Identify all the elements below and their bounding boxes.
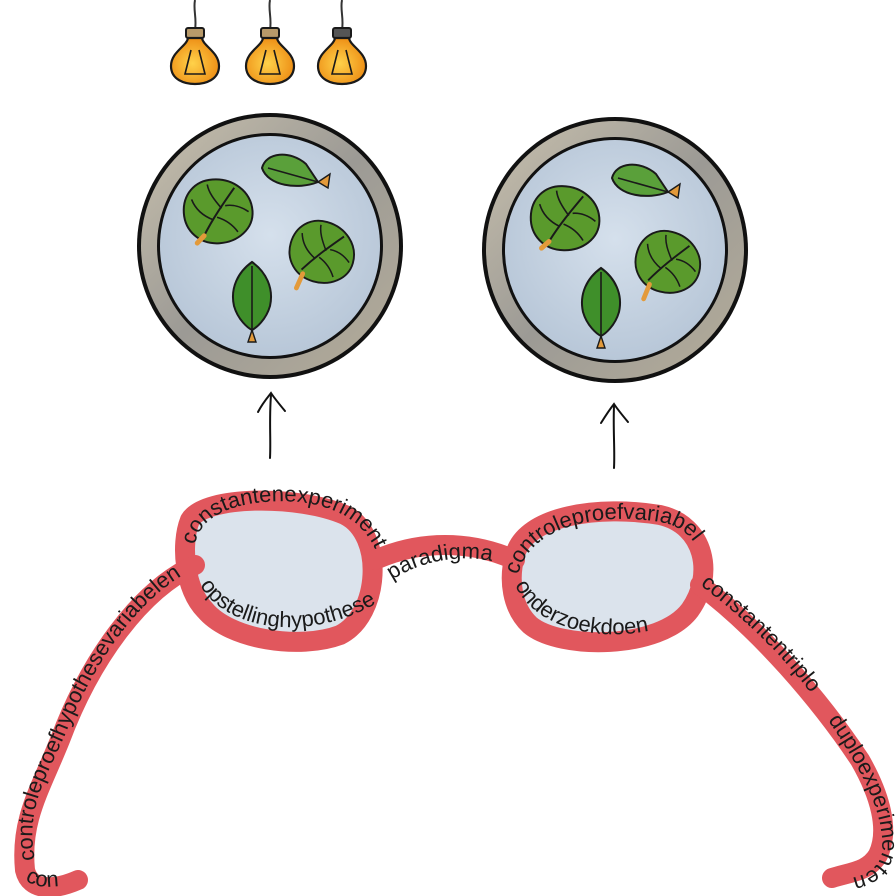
arrow-up-icon (601, 404, 628, 468)
petri-dish-right (482, 117, 748, 383)
arrow-up-icon (258, 393, 285, 458)
bulb-row (171, 0, 366, 84)
bulb-icon (318, 0, 366, 84)
bulb-icon (246, 0, 294, 84)
bulb-icon (171, 0, 219, 84)
petri-dish-left (137, 113, 403, 379)
right-temple-text: constantentriplo (697, 569, 827, 696)
glasses: controleproefhypothesevariabelen con con… (12, 481, 895, 896)
left-temple-text: controleproefhypothesevariabelen (12, 559, 184, 863)
